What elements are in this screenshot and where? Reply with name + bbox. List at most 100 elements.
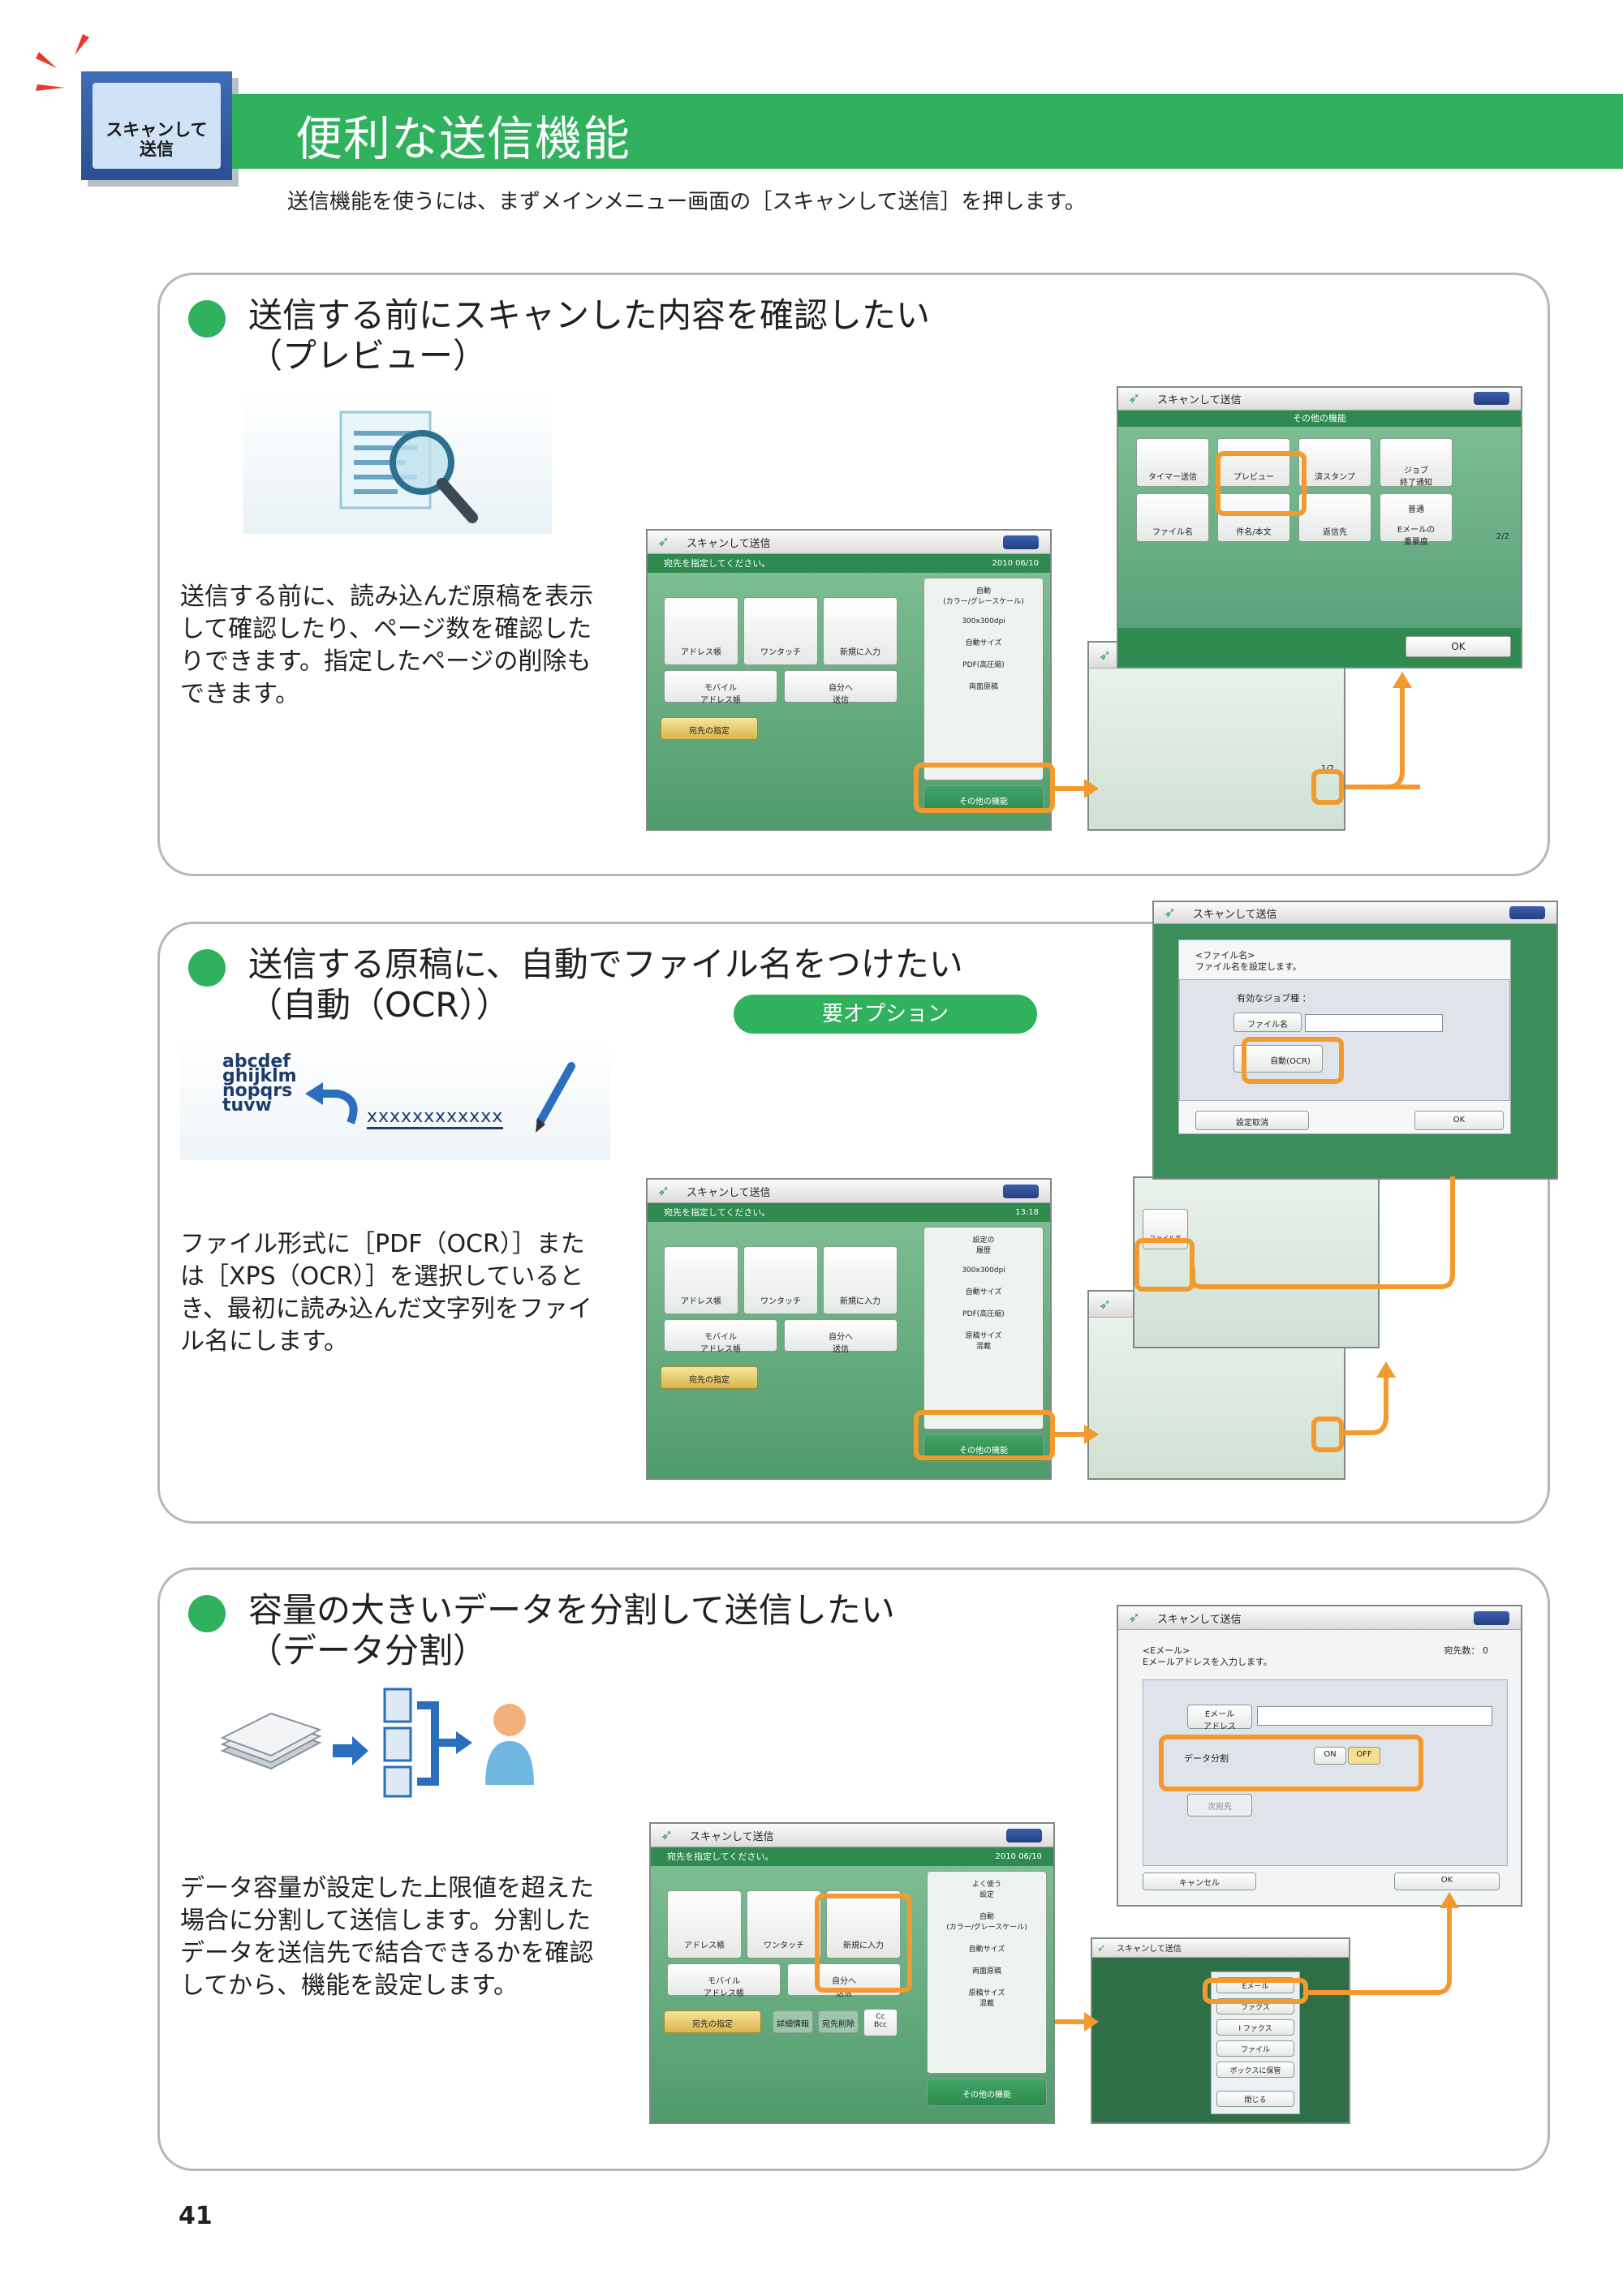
screen-title: スキャンして送信 (687, 537, 771, 550)
main-send-screen: ➶スキャンして送信 宛先を指定してください。13:18 アドレス帳 ワンタッチ … (646, 1178, 1052, 1480)
new-entry-button[interactable]: 新規に入力 (823, 596, 898, 665)
destination-count: 宛先数： 0 (1444, 1645, 1489, 1656)
preview-magnifier-icon (243, 388, 552, 534)
menu-close[interactable]: 閉じる (1216, 2091, 1294, 2107)
highlight-page-down (1311, 1417, 1344, 1452)
one-touch-button[interactable]: ワンタッチ (743, 596, 818, 665)
menu-file[interactable]: ファイル (1216, 2040, 1294, 2057)
address-book-button[interactable]: アドレス帳 (667, 1890, 742, 1958)
page-title: 便利な送信機能 (295, 111, 631, 166)
new-entry-button[interactable]: 新規に入力 (823, 1245, 898, 1314)
data-split-off[interactable]: OFF (1348, 1747, 1380, 1765)
dest-specify-button[interactable]: 宛先の指定 (664, 2010, 761, 2033)
subject-button[interactable]: 件名/本文 (1217, 493, 1290, 543)
ok-button[interactable]: OK (1394, 1872, 1500, 1890)
highlight-email (1203, 1978, 1308, 2004)
detail-button[interactable]: 詳細情報 (773, 2010, 813, 2033)
cc-bcc-button[interactable]: Cc Bcc (863, 2008, 898, 2036)
cancel-button[interactable]: キャンセル (1143, 1872, 1256, 1890)
address-book-button[interactable]: アドレス帳 (664, 596, 738, 665)
bullet-dot (188, 949, 226, 987)
email-address-button[interactable]: Eメール アドレス (1187, 1705, 1252, 1731)
file-name-input-button[interactable]: ファイル名 (1233, 1013, 1302, 1032)
scan-and-send-icon: スキャンして 送信 (81, 71, 232, 180)
mobile-address-button[interactable]: モバイル アドレス帳 (664, 1318, 777, 1354)
one-touch-button[interactable]: ワンタッチ (743, 1245, 818, 1314)
reply-to-button[interactable]: 返信先 (1298, 493, 1371, 543)
auto-ocr-toggle[interactable]: 自動(OCR) (1233, 1045, 1323, 1073)
flow-arrows (1055, 1892, 1459, 2032)
settings-list: よく使う 設定 自動 (カラー/グレースケール) 自動サイズ 両面原稿 原稿サイ… (927, 1870, 1047, 2074)
pen-icon (536, 1062, 575, 1133)
ok-button[interactable]: OK (1414, 1111, 1504, 1130)
bullet-dot (188, 1595, 226, 1632)
attention-rays-icon (36, 34, 89, 91)
settings-list: 自動 (カラー/グレースケール) 300x300dpi 自動サイズ PDF(高圧… (923, 577, 1044, 780)
highlight-auto-ocr (1242, 1037, 1344, 1084)
stamp-button[interactable]: 済スタンプ (1298, 438, 1371, 488)
intro-text: 送信機能を使うには、まずメインメニュー画面の［スキャンして送信］を押します。 (287, 190, 1086, 214)
leaf-icon: ➶ (657, 533, 670, 551)
other-functions-page2-screen: ファイル名 (1133, 1176, 1380, 1348)
file-name-dialog: <ファイル名> ファイル名を設定します。 有効なジョブ種 ： ファイル名 自動(… (1178, 939, 1511, 1134)
flow-arrows (1055, 1176, 1455, 1444)
highlight-page-down (1311, 769, 1344, 805)
option-required-badge: 要オプション (734, 995, 1037, 1034)
menu-button[interactable] (1003, 535, 1039, 549)
menu-box[interactable]: ボックスに保管 (1216, 2062, 1294, 2078)
flow-arrows (1055, 672, 1420, 798)
menu-ifax[interactable]: I ファクス (1216, 2019, 1294, 2036)
section-description: データ容量が設定した上限値を超えた場合に分割して送信します。分割したデータを送信… (180, 1874, 594, 2000)
new-entry-menu-screen: ➶スキャンして送信 Eメール ファクス I ファクス ファイル ボックスに保管 … (1091, 1937, 1350, 2124)
data-split-on[interactable]: ON (1314, 1747, 1346, 1765)
new-entry-menu: Eメール ファクス I ファクス ファイル ボックスに保管 閉じる (1211, 1971, 1300, 2114)
file-name-screen: ➶スキャンして送信 <ファイル名> ファイル名を設定します。 有効なジョブ種 ：… (1152, 901, 1558, 1180)
page-indicator: 2/2 (1496, 532, 1509, 542)
dest-specify-button[interactable]: 宛先の指定 (661, 1365, 758, 1389)
other-functions-page1-screen: ➶ 1/2 (1087, 641, 1345, 831)
data-split-illustration (220, 1688, 534, 1798)
other-functions-heading: その他の機能 (1118, 410, 1521, 428)
send-to-myself-button[interactable]: 自分へ 送信 (784, 669, 898, 705)
job-notify-button[interactable]: ジョブ 終了通知 (1380, 438, 1453, 488)
file-name-input[interactable] (1305, 1014, 1443, 1032)
email-address-input[interactable] (1257, 1706, 1492, 1726)
new-entry-button[interactable]: 新規に入力 (826, 1890, 901, 1958)
screen-message: 宛先を指定してください。 (664, 558, 771, 570)
dest-delete-button[interactable]: 宛先削除 (818, 2010, 859, 2033)
send-to-myself-button[interactable]: 自分へ 送信 (784, 1318, 898, 1354)
page-number: 41 (179, 2202, 213, 2230)
main-send-screen: ➶スキャンして送信 宛先を指定してください。2010 06/10 アドレス帳 ワ… (649, 1822, 1055, 2124)
one-touch-button[interactable]: ワンタッチ (747, 1890, 821, 1958)
dest-specify-button[interactable]: 宛先の指定 (661, 716, 758, 740)
section-title: 送信する前にスキャンした内容を確認したい （プレビュー） (248, 295, 931, 376)
icon-label-line2: 送信 (140, 140, 174, 159)
timer-send-button[interactable]: タイマー送信 (1136, 438, 1209, 488)
file-name-button[interactable]: ファイル名 (1136, 493, 1209, 543)
other-functions-button[interactable]: その他の機能 (923, 1434, 1044, 1462)
section-description: 送信する前に、読み込んだ原稿を表示して確認したり、ページ数を確認したりできます。… (180, 583, 594, 708)
cancel-settings-button[interactable]: 設定取消 (1195, 1111, 1309, 1130)
highlight-data-split (1159, 1735, 1423, 1791)
highlight-other-functions (914, 763, 1055, 813)
section-title: 送信する原稿に、自動でファイル名をつけたい （自動（OCR）） (248, 944, 963, 1025)
mobile-address-button[interactable]: モバイル アドレス帳 (664, 669, 777, 705)
next-destination-button[interactable]: 次宛先 (1187, 1794, 1252, 1817)
ok-button[interactable]: OK (1406, 635, 1511, 657)
highlight-file-name (1134, 1238, 1195, 1292)
address-book-button[interactable]: アドレス帳 (664, 1245, 738, 1314)
undo-arrow-icon (305, 1082, 358, 1124)
other-functions-button[interactable]: その他の機能 (927, 2078, 1047, 2106)
header-bar: 便利な送信機能 (232, 94, 1623, 169)
icon-label-line1: スキャンして (105, 120, 208, 140)
valid-jobs-label: 有効なジョブ種 ： (1237, 993, 1311, 1004)
highlight-new-entry (815, 1894, 912, 1993)
mobile-address-button[interactable]: モバイル アドレス帳 (667, 1963, 781, 1998)
email-screen: ➶スキャンして送信 <Eメール> Eメールアドレスを入力します。 宛先数： 0 … (1117, 1605, 1522, 1907)
main-send-screen: ➶スキャンして送信 宛先を指定してください。2010 06/10 アドレス帳 ワ… (646, 529, 1052, 831)
bullet-dot (188, 300, 226, 338)
ocr-illustration: abcdef ghijklm nopqrs tuvw xxxxxxxxxxxx (180, 1038, 610, 1160)
highlight-other-functions (914, 1410, 1055, 1460)
other-functions-screen: ➶スキャンして送信 その他の機能 タイマー送信 プレビュー 済スタンプ ジョブ … (1117, 386, 1522, 669)
